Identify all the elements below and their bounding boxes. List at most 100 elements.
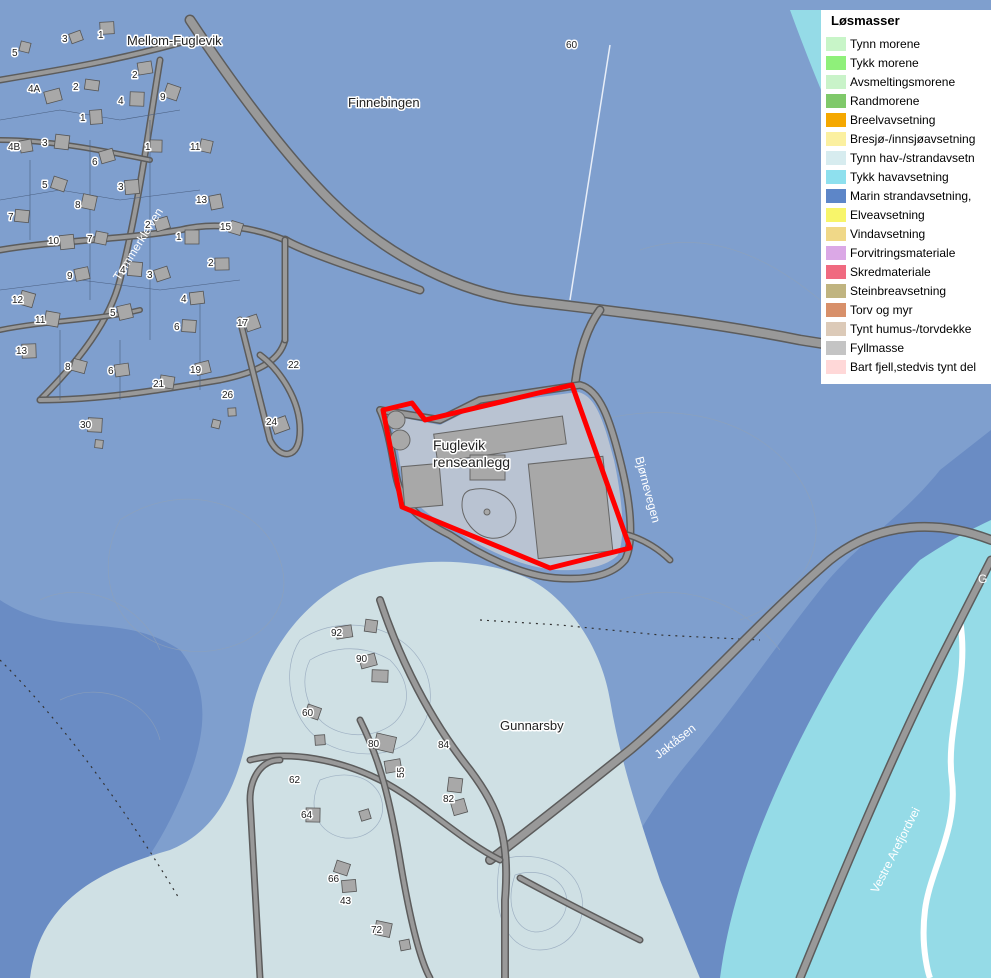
house-footprint xyxy=(49,175,69,193)
house-number: 11 xyxy=(35,315,46,326)
legend-label: Bresjø-/innsjøavsetning xyxy=(850,131,976,146)
house-footprint xyxy=(98,147,116,165)
house-footprint xyxy=(303,703,323,721)
house-number: 2 xyxy=(132,70,138,81)
legend-item: Marin strandavsetning, xyxy=(826,186,991,205)
tank-2 xyxy=(389,429,411,451)
house-number: 6 xyxy=(92,157,98,168)
building-west xyxy=(400,462,444,510)
house-number: 90 xyxy=(356,654,368,665)
legend-label: Forvitringsmateriale xyxy=(850,245,956,260)
house-footprint xyxy=(227,407,237,417)
legend-label: Tykk morene xyxy=(850,55,919,70)
legend-label: Fyllmasse xyxy=(850,340,905,355)
house-footprint xyxy=(228,220,244,236)
house-number: 66 xyxy=(328,874,340,885)
house-footprint xyxy=(334,624,354,640)
legend-label: Avsmeltingsmorene xyxy=(850,74,956,89)
house-number: 19 xyxy=(190,365,202,376)
property-boundary-highlight xyxy=(380,382,633,571)
legend-swatch xyxy=(826,36,846,51)
house-number: 12 xyxy=(12,295,24,306)
legend-item: Vindavsetning xyxy=(826,224,991,243)
legend-label: Breelvavsetning xyxy=(850,112,936,127)
house-number: 9 xyxy=(67,271,73,282)
legend-swatch xyxy=(826,226,846,241)
house-footprint xyxy=(372,732,398,754)
house-footprint xyxy=(13,208,31,224)
legend-label: Tynt humus-/torvdekke xyxy=(850,321,972,336)
legend-label: Skredmateriale xyxy=(850,264,931,279)
house-number: 62 xyxy=(289,775,301,786)
legend-title: Løsmasser xyxy=(831,13,900,28)
house-footprint xyxy=(94,439,104,449)
house-footprint xyxy=(18,138,34,154)
roundabout-marker xyxy=(483,508,491,516)
power-line xyxy=(569,44,611,301)
house-footprint xyxy=(152,265,172,283)
place-label-gunnarsby: Gunnarsby xyxy=(500,718,564,733)
house-number: 3 xyxy=(118,182,124,193)
house-footprint xyxy=(314,734,326,746)
legend-swatch xyxy=(826,93,846,108)
legend-label: Torv og myr xyxy=(850,302,913,317)
house-footprint xyxy=(149,139,163,153)
facility-buildings xyxy=(386,410,614,560)
house-number: 5 xyxy=(42,180,48,191)
house-footprint xyxy=(17,289,37,309)
legend-item: Breelvavsetning xyxy=(826,110,991,129)
house-number: 10 xyxy=(48,236,60,247)
house-footprint xyxy=(210,418,222,430)
legend-label: Tynn morene xyxy=(850,36,921,51)
legend-swatch xyxy=(826,283,846,298)
house-footprint xyxy=(305,807,321,823)
legend-swatch xyxy=(826,359,846,374)
house-number: 8 xyxy=(75,200,81,211)
legend-swatch xyxy=(826,207,846,222)
house-number: 80 xyxy=(368,739,380,750)
house-footprint xyxy=(89,109,103,125)
legend-label: Tykk havavsetning xyxy=(850,169,949,184)
house-number: 3 xyxy=(147,270,153,281)
house-number: 30 xyxy=(80,420,92,431)
house-number: 60 xyxy=(302,708,314,719)
house-footprint xyxy=(162,82,182,102)
house-footprint xyxy=(53,133,71,151)
legend-item: Forvitringsmateriale xyxy=(826,243,991,262)
house-footprint xyxy=(43,310,61,328)
house-footprint xyxy=(184,229,200,245)
legend-item: Randmorene xyxy=(826,91,991,110)
legend-label: Steinbreavsetning xyxy=(850,283,947,298)
road-network xyxy=(0,14,991,978)
legend-swatch xyxy=(826,55,846,70)
house-number: 7 xyxy=(8,212,14,223)
legend-item: Bart fjell,stedvis tynt del xyxy=(826,357,991,376)
house-number: 4 xyxy=(118,96,124,107)
legend-swatch xyxy=(826,340,846,355)
house-number: 92 xyxy=(331,628,343,639)
house-number: 8 xyxy=(65,362,71,373)
house-footprint xyxy=(181,319,197,333)
legend-label: Marin strandavsetning, xyxy=(850,188,972,203)
legend-item: Torv og myr xyxy=(826,300,991,319)
legend-swatch xyxy=(826,131,846,146)
house-footprint xyxy=(113,362,131,378)
legend-item: Tynt humus-/torvdekke xyxy=(826,319,991,338)
residential-buildings xyxy=(0,21,469,952)
legend-item: Steinbreavsetning xyxy=(826,281,991,300)
legend-item: Avsmeltingsmorene xyxy=(826,72,991,91)
house-number: 4 xyxy=(120,265,126,276)
legend-swatch xyxy=(826,112,846,127)
house-footprint xyxy=(43,87,63,105)
legend-label: Bart fjell,stedvis tynt del xyxy=(850,359,977,374)
marine-dark-area-west xyxy=(0,600,203,978)
house-footprint xyxy=(383,758,403,774)
river xyxy=(920,619,966,978)
house-number: 1 xyxy=(98,30,104,41)
house-footprint xyxy=(214,257,230,271)
house-footprint xyxy=(188,290,206,306)
legend-item: Tykk havavsetning xyxy=(826,167,991,186)
house-number: 1 xyxy=(176,232,182,243)
house-footprint xyxy=(123,178,141,196)
